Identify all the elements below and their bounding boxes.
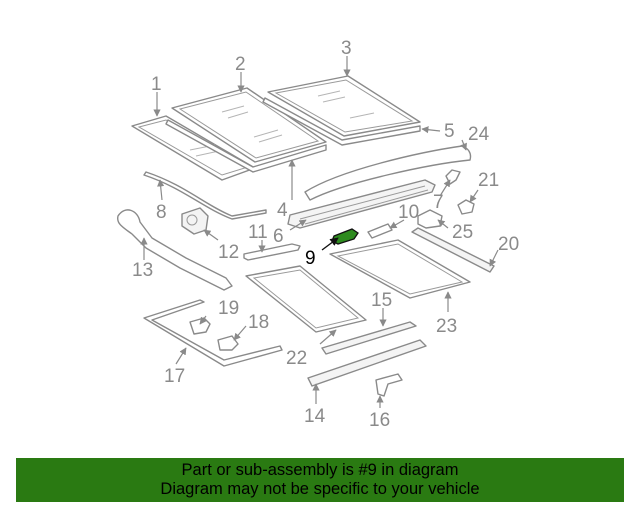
part-2-glass-panel — [165, 87, 327, 173]
callout-18: 18 — [248, 312, 269, 333]
callout-3: 3 — [341, 38, 352, 59]
callout-15: 15 — [371, 290, 392, 311]
callout-24: 24 — [468, 124, 490, 145]
callout-6: 6 — [273, 226, 284, 247]
callout-14: 14 — [304, 406, 326, 427]
callout-16: 16 — [369, 410, 390, 431]
callout-11: 11 — [248, 222, 268, 243]
callout-22: 22 — [286, 348, 307, 369]
callout-17: 17 — [164, 366, 185, 387]
part-14-rail — [307, 339, 427, 387]
callout-1: 1 — [151, 74, 162, 95]
part-11-cable — [243, 243, 301, 261]
callout-2: 2 — [235, 54, 246, 75]
parts-diagram: 1 2 3 4 5 6 7 8 9 10 11 12 13 14 15 16 1… — [117, 38, 519, 431]
callout-21: 21 — [478, 170, 499, 191]
part-19-bracket — [189, 317, 211, 335]
callout-10: 10 — [398, 202, 419, 223]
part-3-glass-panel — [262, 75, 421, 146]
part-22-sunshade — [245, 265, 367, 333]
part-24-wind-deflector — [304, 145, 472, 201]
part-15-rail — [321, 321, 417, 355]
banner-line-disclaimer: Diagram may not be specific to your vehi… — [160, 480, 480, 498]
part-18-bracket — [217, 335, 239, 351]
callout-labels: 1 2 3 4 5 6 7 8 9 10 11 12 13 14 15 16 1… — [132, 38, 519, 431]
part-17-frame — [143, 299, 283, 367]
callout-19: 19 — [218, 298, 239, 319]
callout-9: 9 — [305, 248, 316, 269]
callout-13: 13 — [132, 260, 153, 281]
leader-lines — [140, 56, 499, 408]
callout-25: 25 — [452, 222, 473, 243]
callout-20: 20 — [498, 234, 519, 255]
callout-5: 5 — [444, 121, 455, 142]
part-6-frame-rail — [287, 179, 436, 229]
part-13-drain-hose — [117, 209, 233, 291]
part-23-sunshade — [329, 239, 471, 299]
part-7-clip — [445, 169, 461, 185]
part-8-seal-strip — [143, 171, 267, 220]
part-16-bracket — [375, 373, 403, 397]
part-10-bracket — [367, 223, 393, 239]
part-9-highlighted — [331, 228, 359, 245]
callout-23: 23 — [436, 316, 457, 337]
callout-7: 7 — [433, 192, 444, 213]
callout-12: 12 — [218, 242, 239, 263]
part-21-bracket — [457, 199, 475, 215]
callout-8: 8 — [156, 202, 167, 223]
info-banner: Part or sub-assembly is #9 in diagram Di… — [16, 458, 624, 502]
callout-4: 4 — [277, 200, 288, 221]
banner-line-part: Part or sub-assembly is #9 in diagram — [181, 461, 459, 479]
